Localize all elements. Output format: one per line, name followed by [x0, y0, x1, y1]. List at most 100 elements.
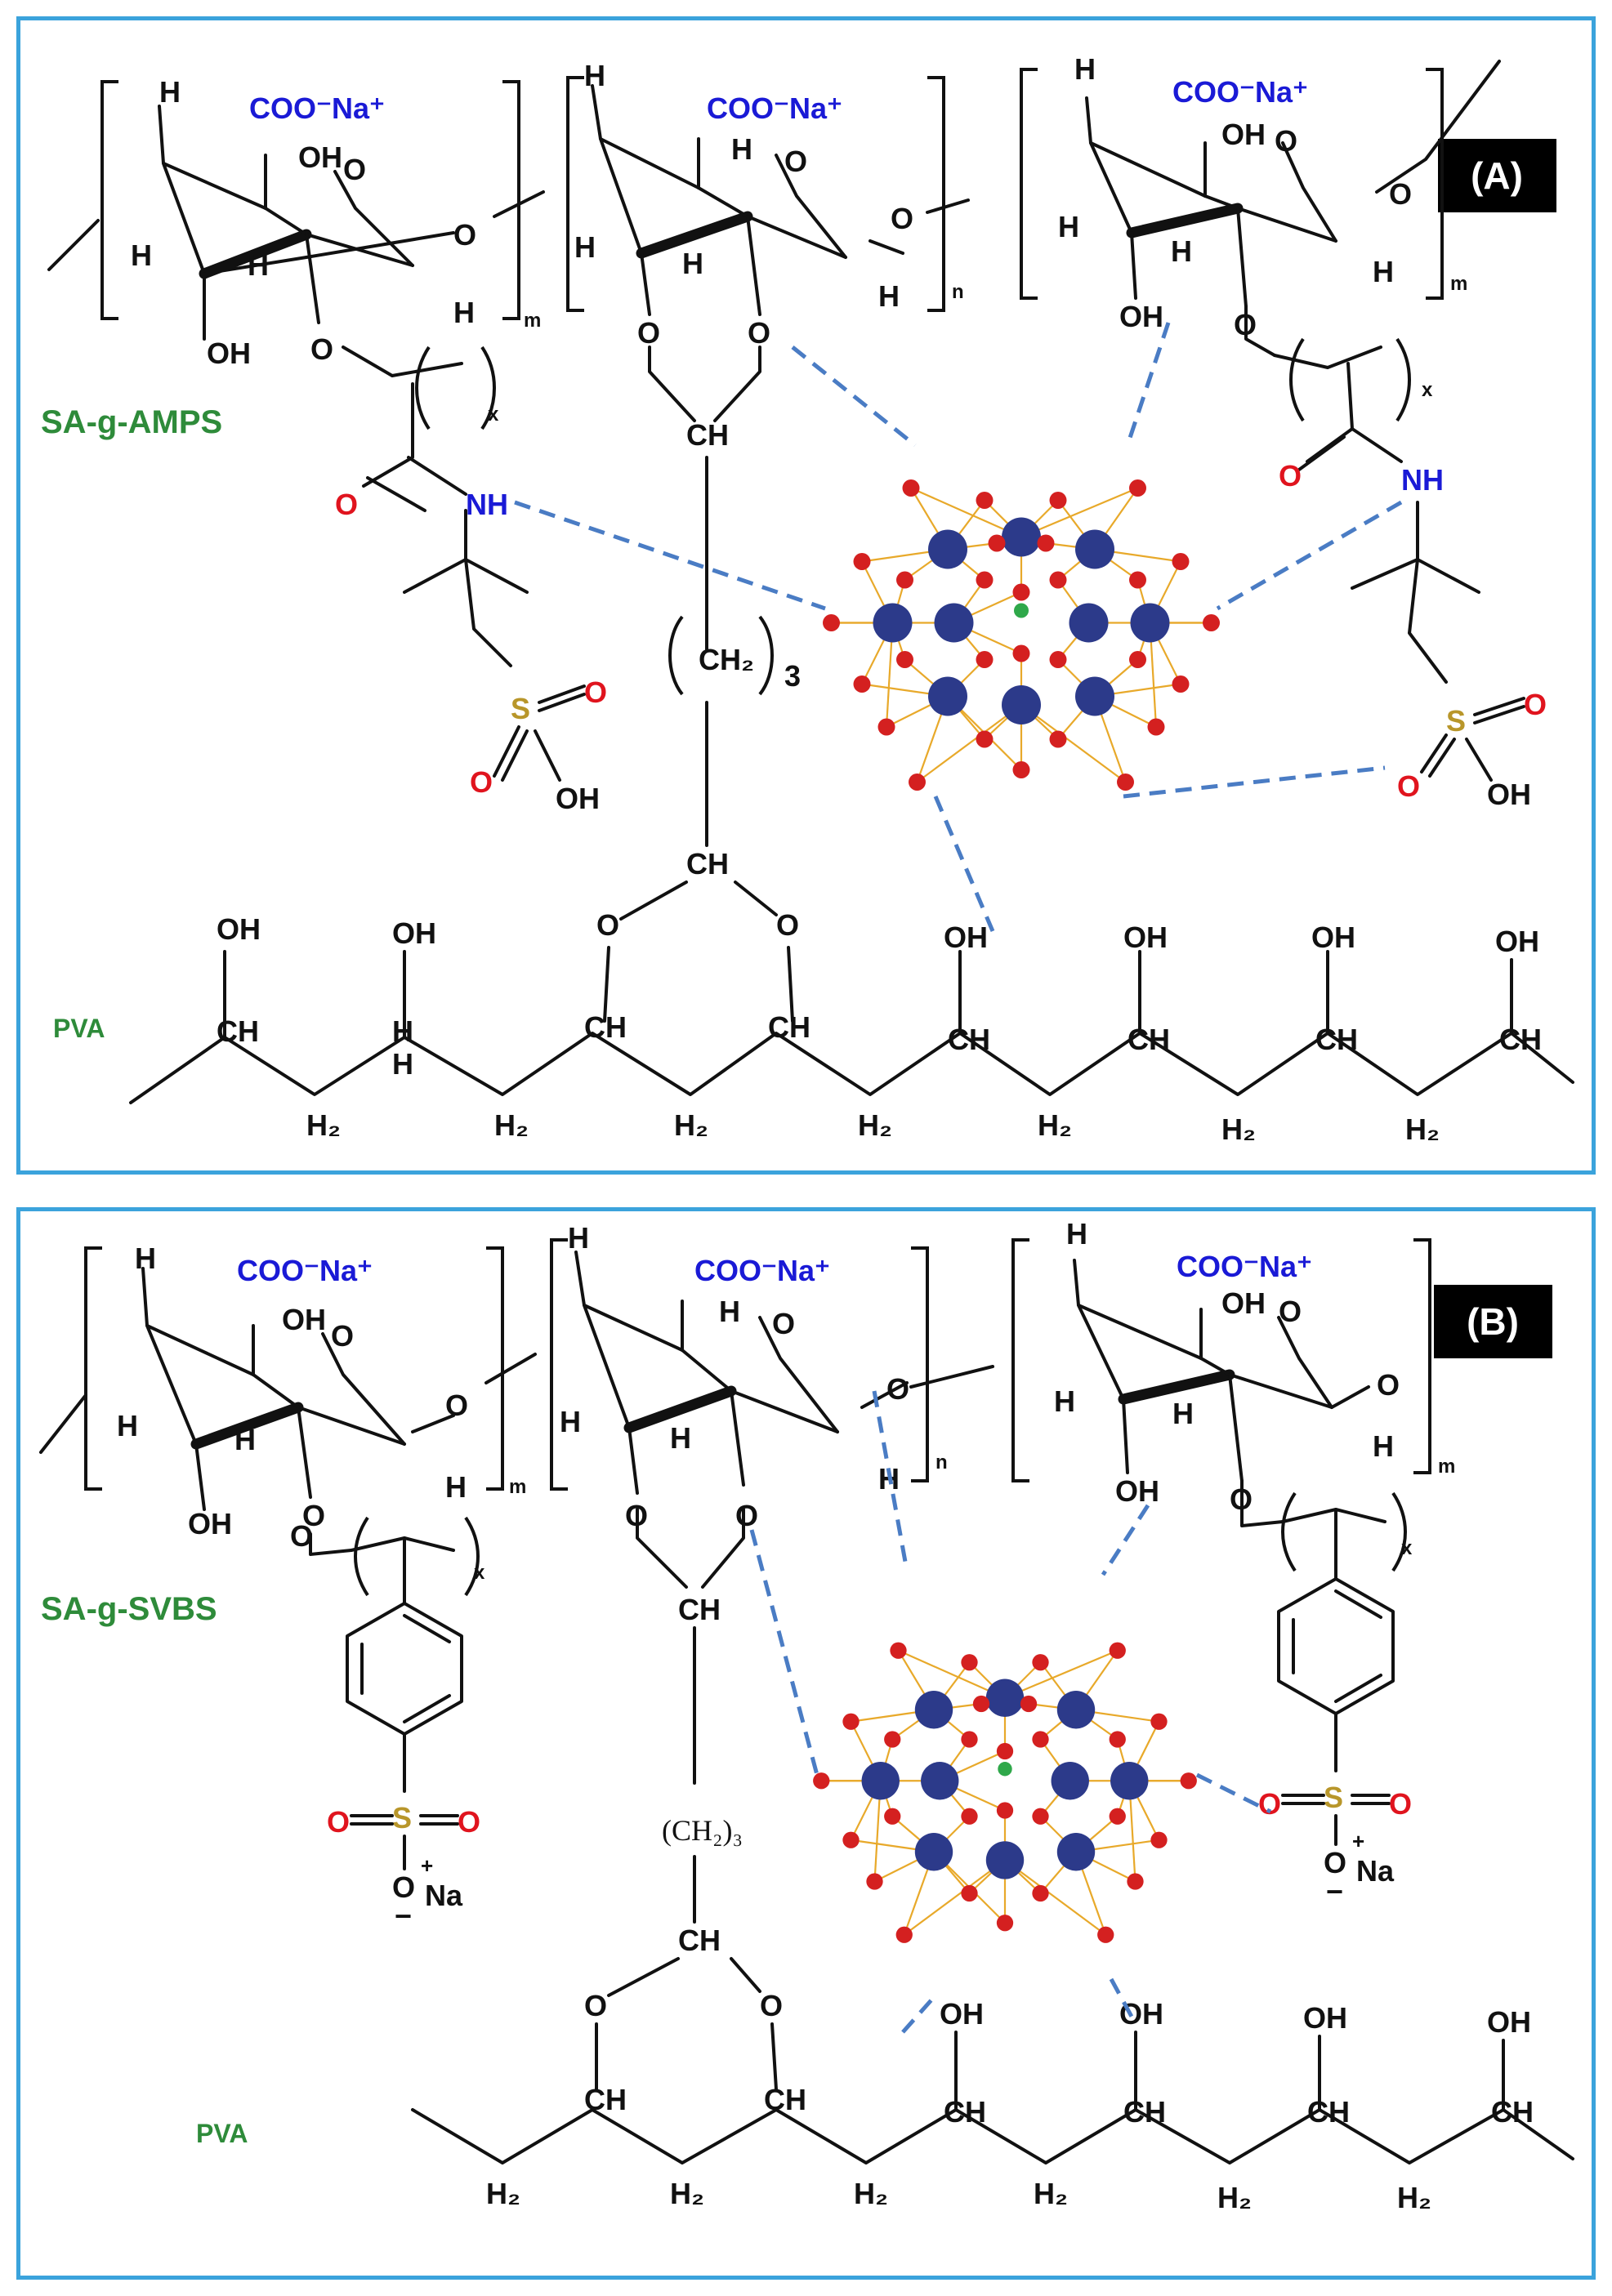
- label-ch: CH: [1307, 2095, 1350, 2129]
- cluster-oxygen-atom: [1032, 1731, 1049, 1748]
- cluster-metal-atom: [934, 603, 974, 643]
- label-o: O: [584, 1989, 607, 2022]
- label-oh: OH: [1119, 300, 1163, 333]
- panel-a: (A): [16, 16, 1596, 1175]
- label-h2: H₂: [670, 2177, 704, 2210]
- label-h: H: [392, 1014, 413, 1048]
- cluster-metal-atom: [921, 1762, 959, 1800]
- label-h2: H₂: [1034, 2177, 1068, 2210]
- alginate-backbone-b: [39, 1238, 1431, 1511]
- label-h2: H₂: [494, 1108, 529, 1142]
- cluster-oxygen-atom: [884, 1808, 901, 1825]
- cluster-oxygen-atom: [1012, 583, 1030, 601]
- label-o: O: [327, 1805, 350, 1839]
- label-h: H: [560, 1405, 581, 1438]
- label-h2: H₂: [1038, 1108, 1072, 1142]
- label-o: O: [1279, 459, 1302, 493]
- label-o: O: [1389, 1787, 1412, 1821]
- label-h: H: [731, 132, 752, 166]
- label-ch: CH: [217, 1014, 259, 1048]
- label-o: O: [1258, 1787, 1281, 1821]
- label-o: O: [776, 908, 799, 942]
- cluster-oxygen-atom: [1147, 718, 1165, 736]
- label-o: O: [891, 202, 913, 235]
- label-s: S: [1446, 704, 1466, 738]
- label-h: H: [1172, 1397, 1194, 1430]
- cluster-oxygen-atom: [902, 479, 920, 497]
- panel-b-badge-text: (B): [1467, 1300, 1519, 1343]
- pva-chain-a: PVA OH OH OH OH OH OH CH H H CH CH CH CH…: [53, 912, 1574, 1146]
- label-o: O: [335, 488, 358, 521]
- cluster-oxygen-atom: [988, 534, 1006, 552]
- label-coo-na: COO⁻Na⁺: [694, 1254, 830, 1287]
- label-h: H: [682, 247, 703, 280]
- label-h: H: [117, 1409, 138, 1442]
- label-h: H: [878, 279, 900, 313]
- cluster-oxygen-atom: [1049, 730, 1067, 748]
- cluster-metal-atom: [928, 676, 967, 716]
- label-h2: H₂: [1405, 1112, 1440, 1146]
- label-minus: −: [395, 1899, 412, 1933]
- cluster-oxygen-atom: [1117, 774, 1134, 791]
- cluster-oxygen-atom: [1097, 1926, 1114, 1943]
- label-oh: OH: [188, 1507, 232, 1540]
- label-o: O: [584, 675, 607, 709]
- label-h2: H₂: [486, 2177, 520, 2210]
- label-minus: −: [1326, 1875, 1343, 1908]
- label-nh: NH: [1401, 463, 1444, 497]
- alginate-backbone-a: [47, 60, 1501, 341]
- cluster-oxygen-atom: [877, 718, 895, 736]
- label-o: O: [748, 316, 770, 350]
- label-s: S: [1324, 1781, 1343, 1814]
- cluster-oxygen-atom: [896, 571, 913, 589]
- label-nh: NH: [466, 488, 508, 521]
- label-plus: +: [1352, 1829, 1364, 1853]
- cluster-metal-atom: [1130, 603, 1170, 643]
- label-o: O: [1234, 308, 1257, 341]
- label-h: H: [1373, 1429, 1394, 1463]
- cluster-oxygen-atom: [853, 553, 871, 570]
- label-oh: OH: [1487, 778, 1531, 811]
- cluster-oxygen-atom: [972, 1695, 990, 1713]
- cluster-bond: [916, 704, 1022, 783]
- label-h: H: [1373, 255, 1394, 288]
- label-h: H: [1058, 210, 1079, 243]
- label-h: H: [1171, 234, 1192, 268]
- cluster-oxygen-atom: [996, 1802, 1014, 1819]
- backbone-labels-b: H COO⁻Na⁺ OH O H H O H OH O m H COO⁻Na⁺ …: [117, 1217, 1455, 1540]
- label-x: x: [1422, 379, 1433, 401]
- label-ch: CH: [584, 2083, 627, 2116]
- label-ch: CH: [678, 1924, 721, 1957]
- label-ch: CH: [686, 847, 729, 881]
- label-na: Na: [425, 1879, 463, 1912]
- cluster-heteroatom: [1014, 603, 1029, 618]
- label-o: O: [331, 1319, 354, 1353]
- panel-b-badge: (B): [1434, 1285, 1552, 1358]
- label-h2: H₂: [1217, 2181, 1252, 2214]
- label-o: O: [625, 1499, 648, 1532]
- cluster-oxygen-atom: [1172, 675, 1190, 693]
- label-coo-na: COO⁻Na⁺: [707, 91, 842, 125]
- cluster-oxygen-atom: [976, 730, 994, 748]
- label-o: O: [302, 1499, 325, 1532]
- label-h: H: [1066, 1217, 1087, 1251]
- cluster-metal-atom: [873, 603, 913, 643]
- panel-a-badge-text: (A): [1471, 154, 1523, 197]
- label-oh: OH: [1123, 921, 1168, 954]
- cluster-bond: [1004, 1649, 1119, 1699]
- label-ch: CH: [944, 2095, 986, 2129]
- cluster-metal-atom: [1056, 1833, 1096, 1871]
- label-o: O: [772, 1307, 795, 1340]
- label-na: Na: [1356, 1854, 1395, 1888]
- label-x: x: [474, 1562, 485, 1584]
- cluster-oxygen-atom: [1129, 651, 1146, 668]
- cluster-metal-atom: [861, 1762, 900, 1800]
- label-h: H: [453, 296, 475, 329]
- label-oh: OH: [944, 921, 988, 954]
- cluster-bond: [1004, 1859, 1106, 1936]
- label-oh: OH: [940, 1997, 984, 2031]
- label-ch: CH: [1123, 2095, 1166, 2129]
- copolymer-label-a: SA-g-AMPS: [41, 404, 222, 440]
- label-oh: OH: [1495, 925, 1539, 958]
- label-h: H: [670, 1421, 691, 1455]
